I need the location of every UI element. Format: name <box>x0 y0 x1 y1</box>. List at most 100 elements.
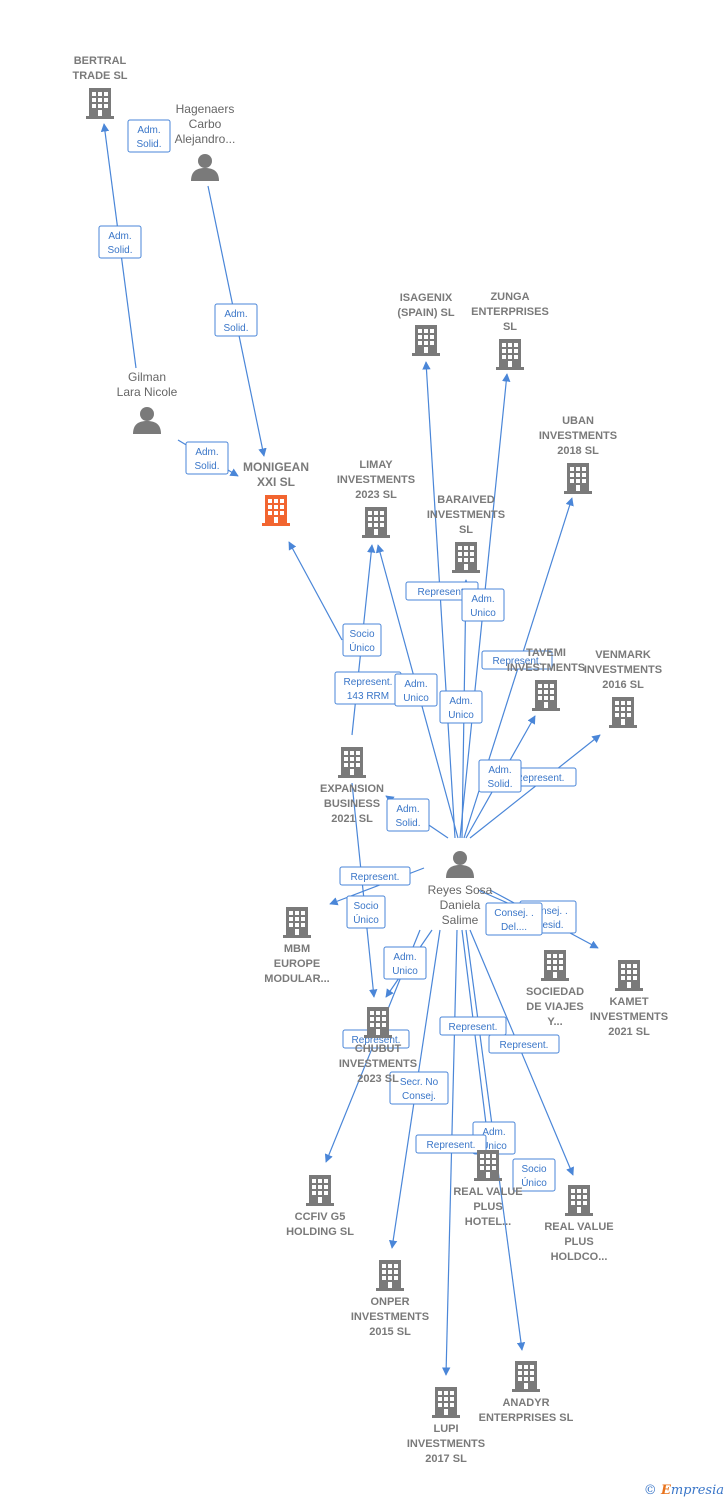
role-label[interactable]: Represent. <box>488 1034 560 1054</box>
node-label-line: Carbo <box>189 117 222 131</box>
role-label-text: Solid. <box>487 779 512 790</box>
role-label[interactable]: Represent. <box>415 1134 487 1154</box>
node-label-line: ISAGENIX <box>400 292 453 304</box>
building-icon <box>564 463 592 494</box>
role-label-text: Consej. . <box>528 906 567 917</box>
role-label[interactable]: Adm.Unico <box>383 946 427 980</box>
role-label-box <box>339 866 411 886</box>
node-mbm[interactable]: MBMEUROPEMODULAR... <box>264 907 330 985</box>
building-icon <box>452 542 480 573</box>
role-label[interactable]: Adm. Solid. <box>214 303 258 337</box>
role-label-box <box>512 1158 556 1192</box>
role-label[interactable]: Represent. <box>339 866 411 886</box>
node-label-line: Y... <box>547 1016 562 1028</box>
building-icon <box>306 1175 334 1206</box>
role-label-text: Adm. <box>482 1127 505 1138</box>
role-label-box <box>415 1134 487 1154</box>
node-label-line: Daniela <box>440 898 481 912</box>
node-label-line: Gilman <box>128 370 166 384</box>
role-label[interactable]: Adm.Unico <box>439 690 483 724</box>
node-label-line: 2017 SL <box>425 1453 467 1465</box>
role-label[interactable]: Adm.Solid. <box>386 798 430 832</box>
role-label-text: Solid. <box>223 323 248 334</box>
node-label-line: BERTRAL <box>74 55 127 67</box>
role-label-text: Represent. <box>516 773 565 784</box>
role-label-text: Adm. <box>137 125 160 136</box>
role-label[interactable]: Represent. <box>503 767 577 787</box>
node-label-line: BARAIVED <box>437 494 495 506</box>
node-label-line: Hagenaers <box>176 102 235 116</box>
role-label-text: Solid. <box>136 139 161 150</box>
role-label-text: Unico <box>392 966 418 977</box>
building-icon <box>496 339 524 370</box>
node-label-line: 2023 SL <box>355 489 397 501</box>
node-label-line: INVESTMENTS <box>339 1058 417 1070</box>
role-label[interactable]: Adm.Solid. <box>478 759 522 793</box>
role-label-text: Adm. <box>224 309 247 320</box>
node-label-line: CHUBUT <box>355 1043 402 1055</box>
role-label[interactable]: Adm.Unico <box>461 588 505 622</box>
person-icon <box>446 851 474 878</box>
brand-name: mpresia <box>670 1483 724 1498</box>
node-label-line: MONIGEAN <box>243 460 309 474</box>
node-label-line: REAL VALUE <box>453 1186 522 1198</box>
node-label-line: TAVEMI <box>526 647 566 659</box>
building-icon <box>474 1150 502 1181</box>
node-label-line: INVESTMENTS <box>507 662 585 674</box>
node-label-line: EUROPE <box>274 958 320 970</box>
node-label-line: ZUNGA <box>490 291 529 303</box>
role-label[interactable]: Represent. <box>439 1016 507 1036</box>
node-label-line: HOLDCO... <box>551 1251 608 1263</box>
role-label-text: Represent. <box>351 872 400 883</box>
role-label-box <box>127 119 171 153</box>
role-label[interactable]: Adm.Solid. <box>98 225 142 259</box>
role-label-box <box>439 1016 507 1036</box>
node-tavemi[interactable]: TAVEMI INVESTMENTS <box>507 647 585 711</box>
role-label[interactable]: Adm. Solid. <box>127 119 171 153</box>
role-label[interactable]: Adm.Unico <box>394 673 438 707</box>
node-isagenix[interactable]: ISAGENIX(SPAIN) SL <box>397 292 455 356</box>
role-label-text: Represent. <box>427 1140 476 1151</box>
node-label-line: INVESTMENTS <box>427 509 505 521</box>
node-label-line: PLUS <box>473 1201 502 1213</box>
relationship-edge <box>288 541 343 641</box>
node-hagenaers[interactable]: HagenaersCarboAlejandro... <box>175 102 236 181</box>
node-label-line: INVESTMENTS <box>337 474 415 486</box>
role-label[interactable]: Adm.Solid. <box>185 441 229 475</box>
role-label[interactable]: Represent.143 RRM <box>334 671 402 705</box>
node-realhotel[interactable]: REAL VALUEPLUSHOTEL... <box>453 1150 523 1228</box>
building-icon <box>565 1185 593 1216</box>
node-label-line: VENMARK <box>595 649 651 661</box>
role-label[interactable]: Represent. <box>481 650 553 670</box>
node-label-line: SOCIEDAD <box>526 986 584 998</box>
role-label-text: Único <box>353 913 379 926</box>
building-icon <box>609 697 637 728</box>
role-label-text: Represent. <box>344 677 393 688</box>
node-realholdco[interactable]: REAL VALUEPLUSHOLDCO... <box>544 1185 614 1263</box>
role-label-box <box>461 588 505 622</box>
role-label-text: Único <box>349 641 375 654</box>
role-label[interactable]: Consej. .Del.... <box>485 902 543 936</box>
role-label-box <box>481 650 553 670</box>
